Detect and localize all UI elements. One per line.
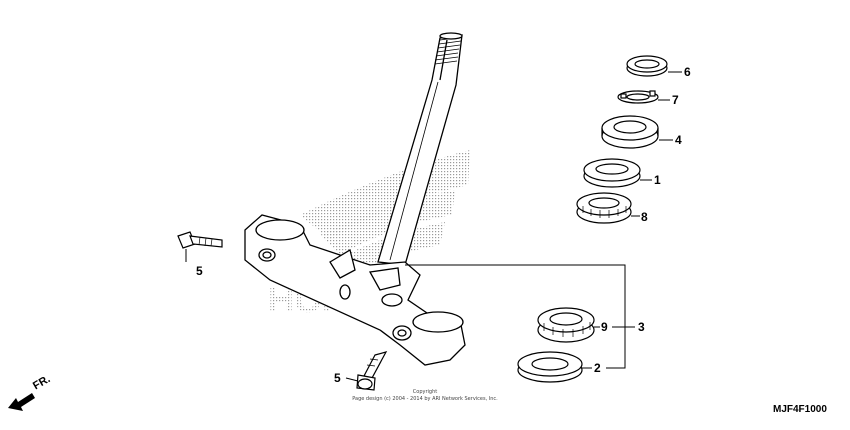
callout-3: 3 (638, 320, 645, 334)
copyright-line-2: Page design (c) 2004 - 2014 by ARI Netwo… (352, 396, 498, 402)
callout-6: 6 (684, 65, 691, 79)
copyright-notice: Copyright Page design (c) 2004 - 2014 by… (330, 389, 520, 403)
bolt-5-left (177, 231, 223, 249)
callout-9: 9 (601, 320, 608, 334)
part-6-lock-nut (626, 55, 668, 77)
callout-5-lower: 5 (334, 371, 341, 385)
lower-triple-clamp (244, 214, 466, 366)
part-1-dust-seal (583, 158, 641, 188)
group-bracket-3 (405, 264, 635, 369)
part-9-lower-bearing (537, 307, 595, 343)
callout-1: 1 (654, 173, 661, 187)
callout-5-left: 5 (196, 264, 203, 278)
front-direction-arrow (8, 393, 35, 411)
part-4-adjusting-nut (601, 115, 659, 149)
bolt-5-lower (356, 351, 388, 391)
copyright-line-1: Copyright (412, 389, 438, 395)
part-8-bearing (576, 192, 632, 224)
diagram-code: MJF4F1000 (773, 404, 827, 415)
part-2-lower-dust-seal (517, 351, 583, 383)
callout-4: 4 (675, 133, 682, 147)
callout-8: 8 (641, 210, 648, 224)
callout-7: 7 (672, 93, 679, 107)
leader-5-lower (345, 377, 359, 382)
part-7-lock-washer (617, 90, 659, 104)
steering-stem (377, 32, 463, 266)
callout-2: 2 (594, 361, 601, 375)
